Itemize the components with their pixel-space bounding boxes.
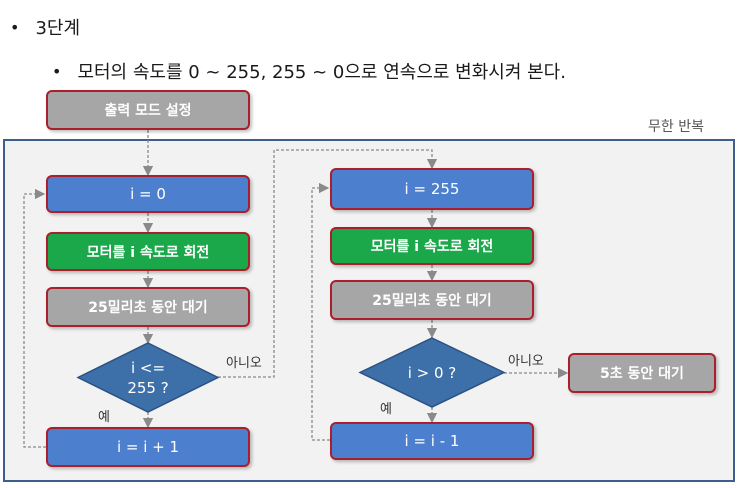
edge-label-no-right: 아니오: [508, 354, 544, 369]
output-mode-box: 출력 모드 설정: [46, 90, 250, 130]
step-description: 모터의 속도를 0 ~ 255, 255 ~ 0으로 연속으로 변화시켜 본다.: [77, 62, 566, 83]
bullet-level2: • 모터의 속도를 0 ~ 255, 255 ~ 0으로 연속으로 변화시켜 본…: [52, 58, 566, 84]
decision-left: [76, 342, 220, 413]
edge-label-yes-left: 예: [98, 410, 110, 425]
wait-5s-box: 5초 동안 대기: [568, 353, 716, 393]
edge-label-no-left: 아니오: [226, 356, 262, 371]
rotate-left-box: 모터를 i 속도로 회전: [46, 232, 250, 271]
edge-decrement-loop: [311, 182, 330, 441]
decision-left-line1: i <=: [130, 359, 166, 377]
decision-right-text: i > 0 ?: [407, 364, 457, 382]
edge-label-yes-right: 예: [380, 402, 392, 417]
bullet-dot: •: [10, 17, 20, 37]
loop-label: 무한 반복: [648, 119, 704, 135]
bullet-level1: • 3단계: [10, 14, 80, 40]
wait-left-box: 25밀리초 동안 대기: [46, 287, 250, 327]
rotate-right-box: 모터를 i 속도로 회전: [330, 227, 534, 265]
decision-left-line2: 255 ?: [127, 379, 169, 397]
edge-increment-loop: [23, 188, 46, 448]
init-zero-box: i = 0: [46, 175, 250, 213]
decision-right: [358, 337, 506, 408]
init-255-box: i = 255: [330, 168, 534, 210]
increment-box: i = i + 1: [46, 427, 250, 467]
decision-left-text: i <= 255 ?: [98, 358, 198, 398]
decrement-box: i = i - 1: [330, 422, 534, 460]
wait-right-box: 25밀리초 동안 대기: [330, 280, 534, 320]
bullet-dot: •: [52, 61, 62, 81]
edge-cond-left-no: [218, 149, 438, 378]
step-title: 3단계: [35, 18, 81, 39]
